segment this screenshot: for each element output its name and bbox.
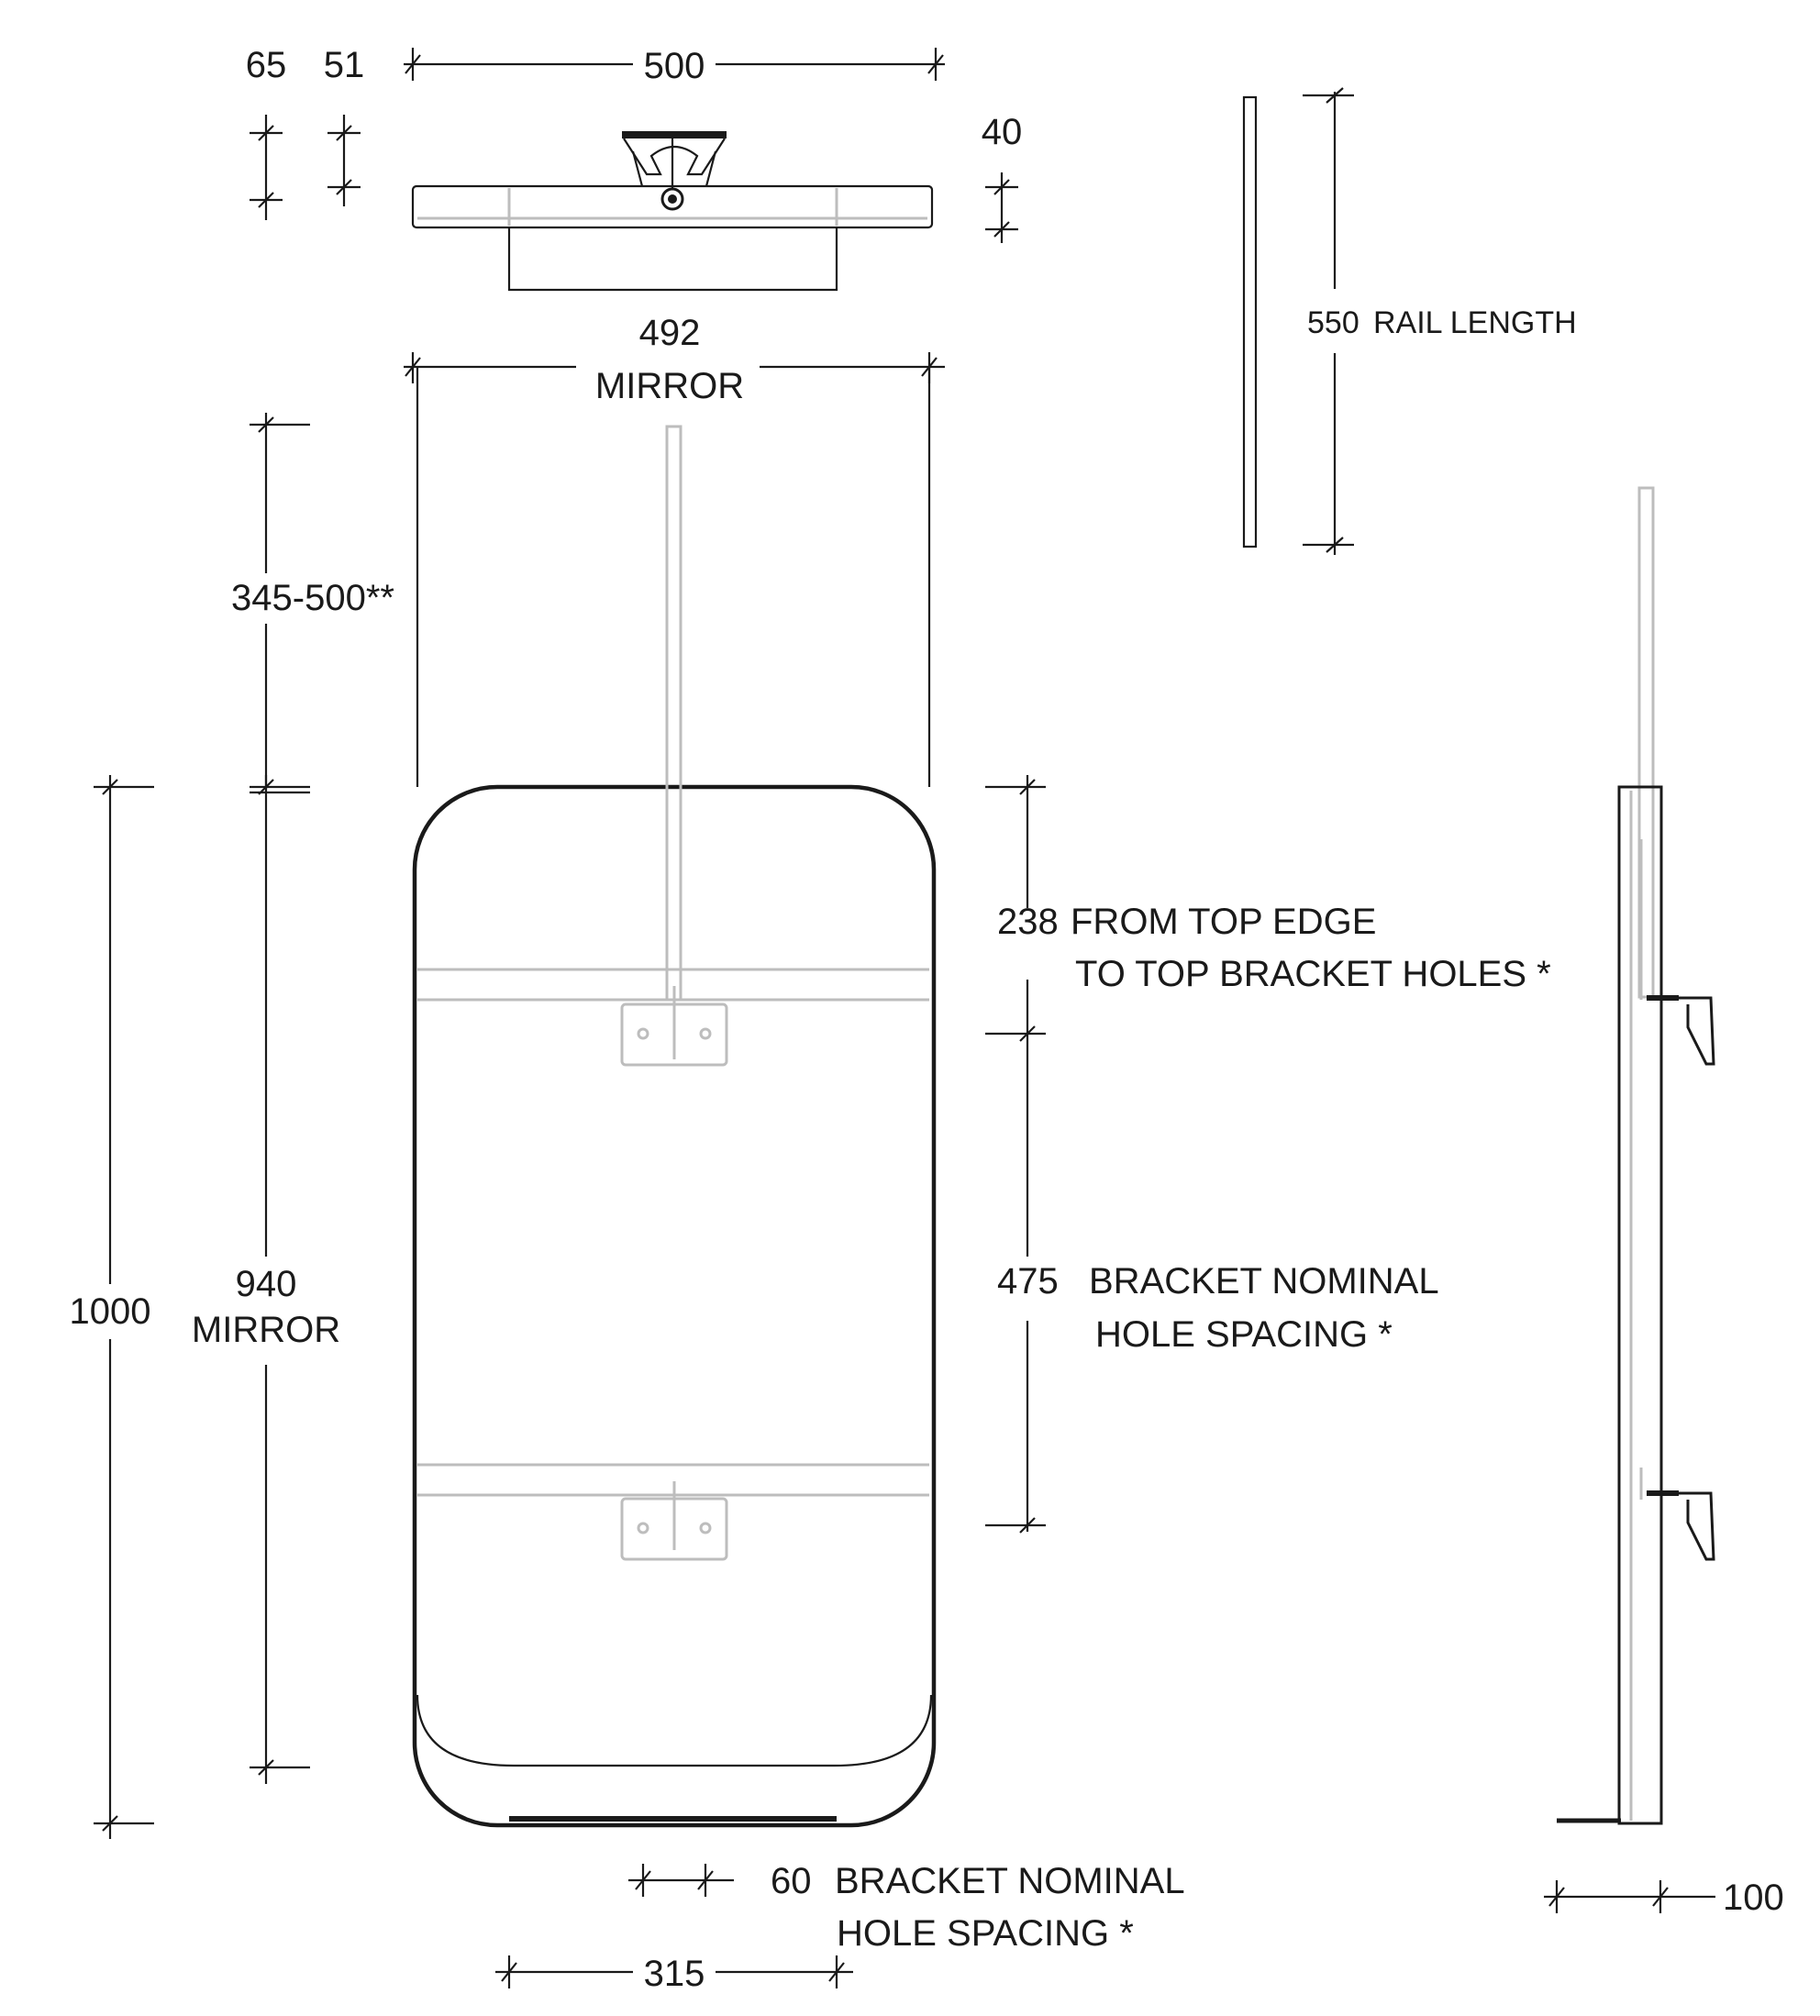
side-depth-label: 100 <box>1723 1878 1784 1918</box>
rear-box <box>507 227 838 292</box>
mirror-width-label: MIRROR <box>595 366 744 406</box>
bracket-spacing-value: 475 <box>997 1261 1059 1302</box>
bracket-spacing-line2: HOLE SPACING * <box>1095 1314 1393 1355</box>
rail-view: 550 RAIL LENGTH <box>1242 87 1577 555</box>
mirror-width-value: 492 <box>639 313 701 353</box>
rail-length-value: 550 <box>1307 305 1359 340</box>
top-clip <box>622 131 727 211</box>
bracket-spacing-line1: BRACKET NOMINAL <box>1089 1261 1439 1302</box>
dim-51-label: 51 <box>324 45 365 85</box>
mirror-inner-bottom <box>416 1694 933 1767</box>
mirror-height-label: MIRROR <box>192 1310 340 1350</box>
hole-spacing-line1: BRACKET NOMINAL <box>835 1861 1185 1901</box>
top-view: 65 51 500 40 <box>246 45 1023 292</box>
grey-rail <box>665 425 682 1002</box>
top-edge-line2: TO TOP BRACKET HOLES * <box>1075 954 1551 994</box>
hole-spacing-line2: HOLE SPACING * <box>837 1913 1134 1954</box>
rail-length-label: RAIL LENGTH <box>1373 305 1577 340</box>
bottom-width-label: 315 <box>644 1954 705 1994</box>
top-edge-value: 238 <box>997 902 1059 942</box>
rail-outline <box>1242 95 1258 548</box>
side-grey-rail <box>1637 486 1655 999</box>
mirror-height-value: 940 <box>236 1264 297 1304</box>
side-lower-hook <box>1647 1491 1715 1561</box>
side-view: 100 <box>1544 486 1784 1918</box>
overall-height-label: 1000 <box>70 1291 151 1332</box>
dim-500-label: 500 <box>644 46 705 86</box>
front-view: 492 MIRROR 345-500** 1000 940 MIRROR <box>70 313 1551 1994</box>
mirror-outline <box>412 784 937 1828</box>
hole-spacing-value: 60 <box>771 1861 812 1901</box>
dim-65-label: 65 <box>246 45 287 85</box>
top-edge-line1: FROM TOP EDGE <box>1071 902 1376 942</box>
dim-40-label: 40 <box>982 112 1023 152</box>
side-mirror-outline <box>1617 785 1663 1825</box>
hanging-height-label: 345-500** <box>231 578 394 618</box>
side-upper-hook <box>1647 996 1715 1066</box>
